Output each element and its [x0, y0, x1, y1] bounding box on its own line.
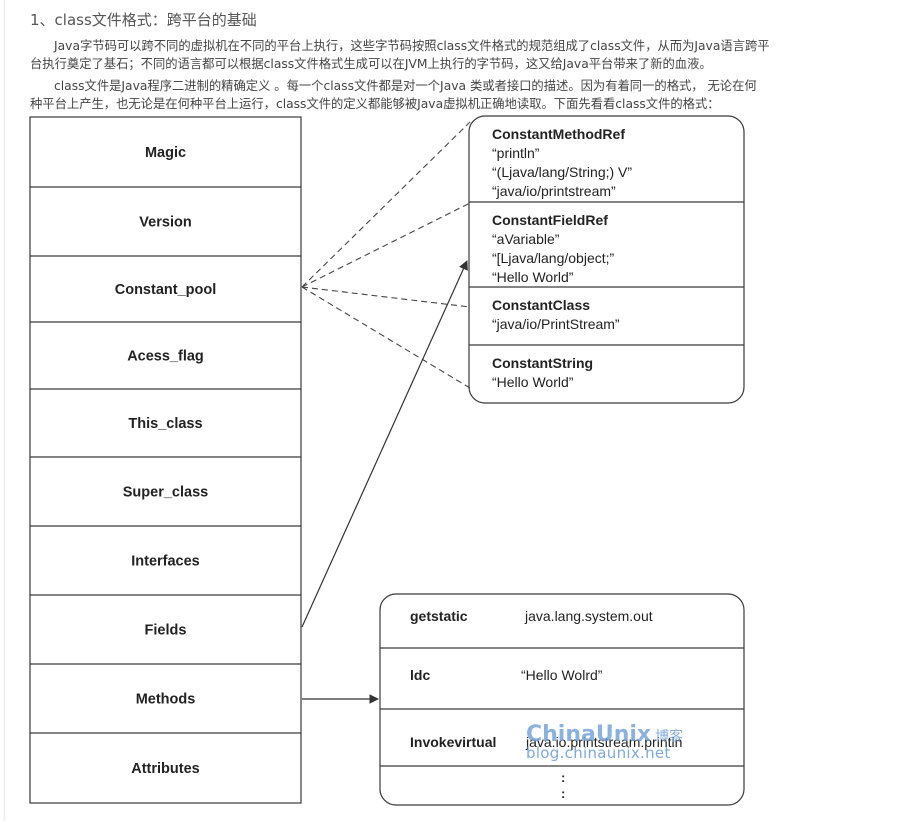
instruction-opcode: getstatic	[410, 608, 468, 624]
constant-pool-link	[301, 202, 471, 288]
class-field-constant-pool: Constant_pool	[115, 282, 217, 298]
constant-constantclass-name: ConstantClass	[492, 297, 590, 313]
instruction-operand: “Hello Wolrd”	[521, 667, 603, 683]
paragraph-1-line-1: Java字节码可以跨不同的虚拟机在不同的平台上执行，这些字节码按照class文件…	[54, 39, 770, 53]
class-field-version: Version	[139, 215, 191, 231]
constant-pool-link	[301, 286, 471, 389]
intro-paragraph-1: Java字节码可以跨不同的虚拟机在不同的平台上执行，这些字节码按照class文件…	[30, 37, 770, 73]
constant-constantstring-name: ConstantString	[492, 355, 593, 371]
class-field-methods: Methods	[136, 692, 196, 708]
paragraph-1-line-2: 台执行奠定了基石；不同的语言都可以根据class文件格式生成可以在JVM上执行的…	[30, 57, 712, 71]
constant-pool-box: ConstantMethodRef “println” “(Ljava/lang/S…	[468, 115, 745, 404]
instruction-opcode: ldc	[410, 667, 430, 683]
instruction-opcode: Invokevirtual	[410, 734, 496, 750]
class-field-super-class: Super_class	[123, 485, 208, 501]
constant-entry-value: “aVariable”	[492, 231, 560, 247]
bytecode-ellipsis-2: :	[561, 786, 565, 801]
connectors	[301, 121, 471, 704]
intro-paragraph-2: class文件是Java程序二进制的精确定义 。每一个class文件都是对一个J…	[30, 77, 757, 113]
constant-entry-value: “println”	[492, 145, 540, 161]
constant-entry-value: “java/io/PrintStream”	[492, 316, 620, 332]
constant-constantfieldref-name: ConstantFieldRef	[492, 212, 608, 228]
section-title: 1、class文件格式：跨平台的基础	[30, 11, 257, 29]
class-field-attributes: Attributes	[131, 761, 199, 777]
constant-constantmethodref-name: ConstantMethodRef	[492, 126, 625, 142]
constant-entry-value: “(Ljava/lang/String;) V”	[492, 164, 632, 180]
page-border-line	[4, 0, 5, 821]
class-field-magic: Magic	[145, 145, 186, 161]
paragraph-2-line-1: class文件是Java程序二进制的精确定义 。每一个class文件都是对一个J…	[54, 79, 757, 93]
constant-entry-value: “Hello World”	[492, 374, 574, 390]
bytecode-ellipsis-1: :	[561, 770, 565, 785]
constant-entry-value: “Hello World”	[492, 269, 574, 285]
class-field-this-class: This_class	[128, 416, 202, 432]
paragraph-2-line-2: 种平台上产生，也无论是在何种平台上运行，class文件的定义都能够被Java虚拟…	[30, 97, 720, 111]
instruction-operand: java.lang.system.out	[524, 608, 653, 624]
instruction-operand: java.io.printstream.println	[525, 734, 682, 750]
fields-reference-arrow	[301, 260, 468, 628]
bytecode-box: getstatic java.lang.system.out ldc “Hello W…	[379, 593, 745, 806]
class-field-fields: Fields	[145, 623, 187, 639]
constant-pool-link	[301, 121, 471, 288]
constant-entry-value: “[Ljava/lang/object;”	[492, 250, 615, 266]
class-field-interfaces: Interfaces	[131, 554, 200, 570]
constant-pool-link	[301, 286, 471, 308]
class-field-acess-flag: Acess_flag	[127, 349, 204, 365]
class-structure-box: MagicVersionConstant_poolAcess_flagThis_…	[29, 116, 302, 804]
constant-entry-value: “java/io/printstream”	[492, 183, 616, 199]
